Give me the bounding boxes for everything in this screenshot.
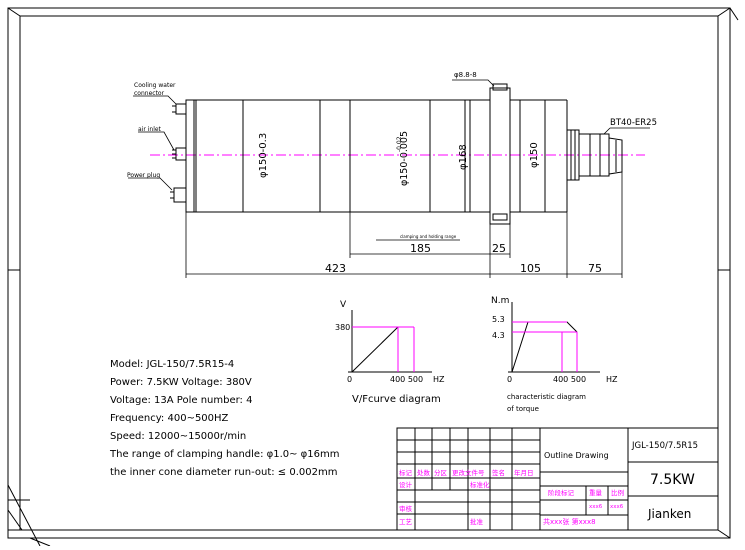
dimension-lines	[185, 172, 623, 278]
header-doc: 更改文件号	[452, 468, 485, 477]
vf-y-tick: 380	[335, 323, 350, 332]
vf-x-unit: HZ	[433, 375, 445, 384]
connectors	[170, 103, 187, 203]
spec-runout: the inner cone diameter run-out: ≤ 0.002…	[110, 467, 337, 478]
dim-d150-b: φ150-0.005	[399, 131, 410, 186]
vf-y-label: V	[340, 300, 347, 310]
header-mark: 标记	[399, 468, 413, 477]
spec-list: Model: JGL-150/7.5R15-4 Power: 7.5KW Vol…	[109, 359, 339, 478]
spec-power: Power: 7.5KW Voltage: 380V	[110, 377, 252, 388]
header-count: 处数	[417, 468, 431, 477]
spec-frequency: Frequency: 400~500HZ	[110, 413, 229, 424]
row-check: 审核	[399, 504, 413, 513]
row-process: 工艺	[399, 518, 413, 526]
spec-clamping: The range of clamping handle: φ1.0~ φ16m…	[109, 449, 339, 460]
row-scale: 比例	[611, 488, 624, 497]
tool-holder-label: BT40-ER25	[610, 118, 657, 128]
connector-label: connector	[134, 90, 165, 97]
leader-lines	[128, 79, 650, 191]
dim-105: 105	[520, 262, 541, 275]
weight-value: xxx6	[589, 504, 603, 510]
torque-caption-2: of torque	[507, 405, 539, 413]
row-approve: 批准	[470, 517, 484, 526]
dim-d150-c: φ150	[529, 142, 540, 168]
header-zone: 分区	[434, 468, 448, 477]
vf-x-ticks: 400 500	[390, 375, 423, 384]
torque-x-ticks: 400 500	[553, 375, 586, 384]
air-inlet-label: air inlet	[138, 126, 162, 133]
torque-x-origin: 0	[507, 375, 512, 384]
dim-185: 185	[410, 242, 431, 255]
dim-d150-b-tolerance: -0.02	[396, 136, 403, 152]
spec-model: Model: JGL-150/7.5R15-4	[110, 359, 234, 370]
scale-value: xxx6	[610, 504, 624, 510]
vf-chart: V 380 0 400 500 HZ V/Fcurve diagram	[335, 300, 445, 405]
dim-423: 423	[325, 262, 346, 275]
torque-caption-1: characteristic diagram	[507, 393, 586, 401]
spec-voltage: Voltage: 13A Pole number: 4	[110, 395, 252, 406]
row-weight: 重量	[589, 489, 603, 497]
company-name: Jianken	[647, 507, 691, 521]
dim-d150-a: φ150-0.3	[258, 133, 269, 178]
spindle-body	[185, 83, 623, 225]
title-power: 7.5KW	[650, 472, 695, 488]
vf-caption: V/Fcurve diagram	[352, 394, 441, 405]
torque-x-unit: HZ	[606, 375, 618, 384]
cooling-water-label: Cooling water	[134, 82, 176, 89]
row-std: 标准化	[470, 480, 490, 489]
title-block: 标记 处数 分区 更改文件号 签名 年月日 设计 标准化 阶段标记 重量 比例 …	[396, 427, 719, 531]
part-number: JGL-150/7.5R15	[631, 441, 698, 451]
sheet-count: 共xxx张 第xxx8	[543, 517, 596, 526]
vf-x-origin: 0	[347, 375, 352, 384]
dim-75: 75	[588, 262, 602, 275]
row-design: 设计	[399, 480, 413, 489]
torque-y-label: N.m	[491, 296, 509, 306]
clamping-range-label: clamping and holding range	[400, 234, 457, 239]
dim-d168: φ168	[458, 144, 469, 170]
row-stage: 阶段标记	[548, 488, 575, 497]
spec-speed: Speed: 12000~15000r/min	[110, 431, 246, 442]
drawing-frame	[7, 7, 739, 547]
torque-y-tick-low: 4.3	[492, 331, 505, 340]
torque-chart: N.m 5.3 4.3 0 400 500 HZ characteristic …	[491, 296, 618, 413]
drawing-type: Outline Drawing	[544, 451, 609, 460]
header-sign: 签名	[492, 468, 505, 477]
header-date: 年月日	[514, 468, 534, 477]
dim-25: 25	[492, 242, 506, 255]
power-plug-label: Power plug	[127, 172, 160, 179]
bolt-label: φ8.8-8	[454, 71, 477, 79]
torque-y-tick-high: 5.3	[492, 315, 505, 324]
